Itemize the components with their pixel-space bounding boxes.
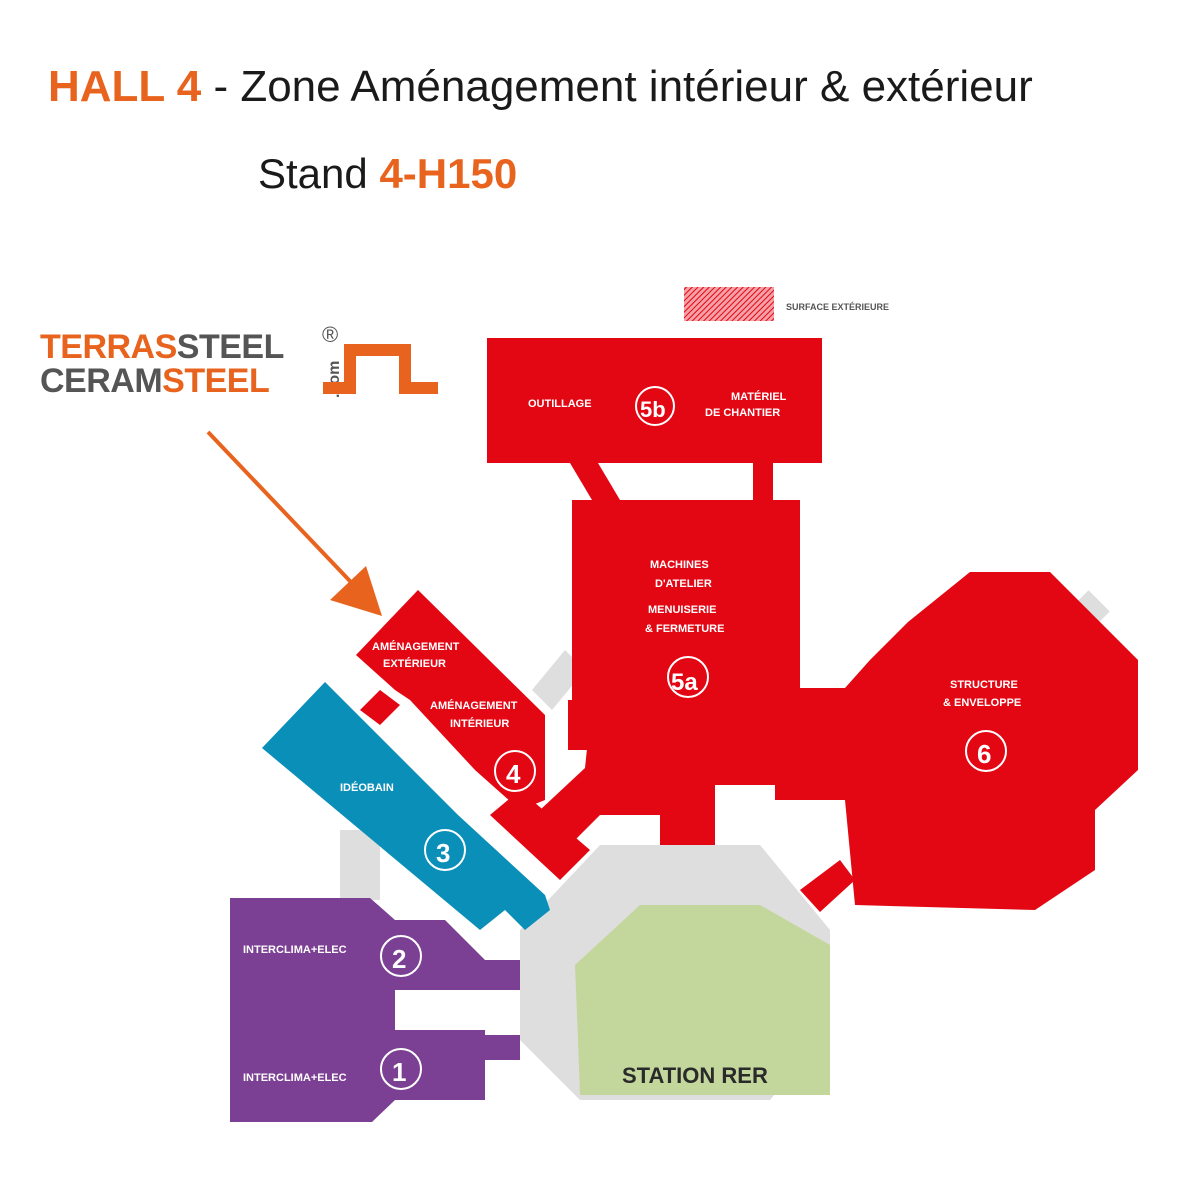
logo-line-1: TERRASSTEEL — [40, 328, 284, 366]
hall-1-number: 1 — [392, 1057, 406, 1087]
hall-4-int-label-2: INTÉRIEUR — [450, 717, 509, 730]
hall-number: HALL 4 — [48, 62, 202, 111]
logo-line-2: CERAMSTEEL — [40, 362, 270, 400]
hall-5a-label-4: & FERMETURE — [645, 623, 724, 635]
hall-5a-label-1: MACHINES — [650, 559, 709, 571]
hall-4-ext-label-1: AMÉNAGEMENT — [372, 640, 460, 653]
hall-4-int-label-1: AMÉNAGEMENT — [430, 699, 518, 712]
hall-6-label-1: STRUCTURE — [950, 679, 1018, 691]
hall-2-badge — [380, 935, 422, 977]
hall-5b-right-label-2: DE CHANTIER — [705, 407, 780, 419]
hall-6[interactable]: STRUCTURE & ENVELOPPE 6 — [800, 572, 1138, 912]
hall-6-label-2: & ENVELOPPE — [943, 697, 1021, 709]
hall-5b[interactable]: OUTILLAGE MATÉRIEL DE CHANTIER 5b — [487, 338, 822, 503]
pointer-arrow — [206, 430, 370, 602]
registered-mark: ® — [322, 322, 339, 347]
hall-2-number: 2 — [392, 944, 406, 974]
hall-3[interactable]: IDÉOBAIN 3 — [262, 682, 550, 930]
station-label: STATION RER — [622, 1063, 768, 1088]
hall-3-label: IDÉOBAIN — [340, 781, 394, 794]
hall-5a-badge — [667, 656, 709, 698]
hall-4[interactable]: AMÉNAGEMENT EXTÉRIEUR AMÉNAGEMENT INTÉRI… — [356, 590, 590, 880]
hall-6-number: 6 — [977, 739, 991, 769]
legend-label: SURFACE EXTÉRIEURE — [786, 302, 889, 312]
station-rer — [575, 905, 830, 1095]
header: HALL 4 - Zone Aménagement intérieur & ex… — [0, 0, 1181, 230]
stand-label: Stand — [258, 150, 380, 197]
zone-name: Zone Aménagement intérieur & extérieur — [240, 62, 1033, 111]
hall-5b-badge — [635, 386, 675, 426]
page-title: HALL 4 - Zone Aménagement intérieur & ex… — [48, 62, 1033, 112]
hall-3-badge — [424, 829, 466, 871]
hall-4-number: 4 — [506, 759, 521, 789]
hall-1-badge — [380, 1048, 422, 1090]
hall-4-ext-label-2: EXTÉRIEUR — [383, 657, 446, 670]
hall-1-label: INTERCLIMA+ELEC — [243, 1072, 347, 1084]
hall-5b-right-label-1: MATÉRIEL — [731, 390, 787, 403]
hall-5a-label-3: MENUISERIE — [648, 604, 716, 616]
stand-line: Stand 4-H150 — [258, 150, 517, 198]
hall-2[interactable]: INTERCLIMA+ELEC 2 — [230, 898, 520, 1030]
hall-3-number: 3 — [436, 838, 450, 868]
hall-5b-left-label: OUTILLAGE — [528, 398, 592, 410]
legend-swatch — [684, 287, 774, 321]
stand-code: 4-H150 — [379, 150, 518, 197]
hall-1[interactable]: INTERCLIMA+ELEC 1 — [230, 1030, 520, 1122]
hall-5a[interactable]: MACHINES D'ATELIER MENUISERIE & FERMETUR… — [540, 500, 845, 845]
hall-5a-label-2: D'ATELIER — [655, 578, 712, 590]
logo-step-icon — [323, 344, 438, 394]
hall-5b-number: 5b — [640, 397, 666, 422]
hall-6-badge — [965, 730, 1007, 772]
hall-5a-number: 5a — [671, 669, 698, 696]
terrassteel-logo: TERRASSTEEL CERAMSTEEL ® .com — [40, 322, 343, 400]
hall-4-badge — [494, 750, 536, 792]
arrow-head-icon — [330, 566, 382, 616]
title-separator: - — [201, 62, 241, 111]
hall-2-label: INTERCLIMA+ELEC — [243, 944, 347, 956]
